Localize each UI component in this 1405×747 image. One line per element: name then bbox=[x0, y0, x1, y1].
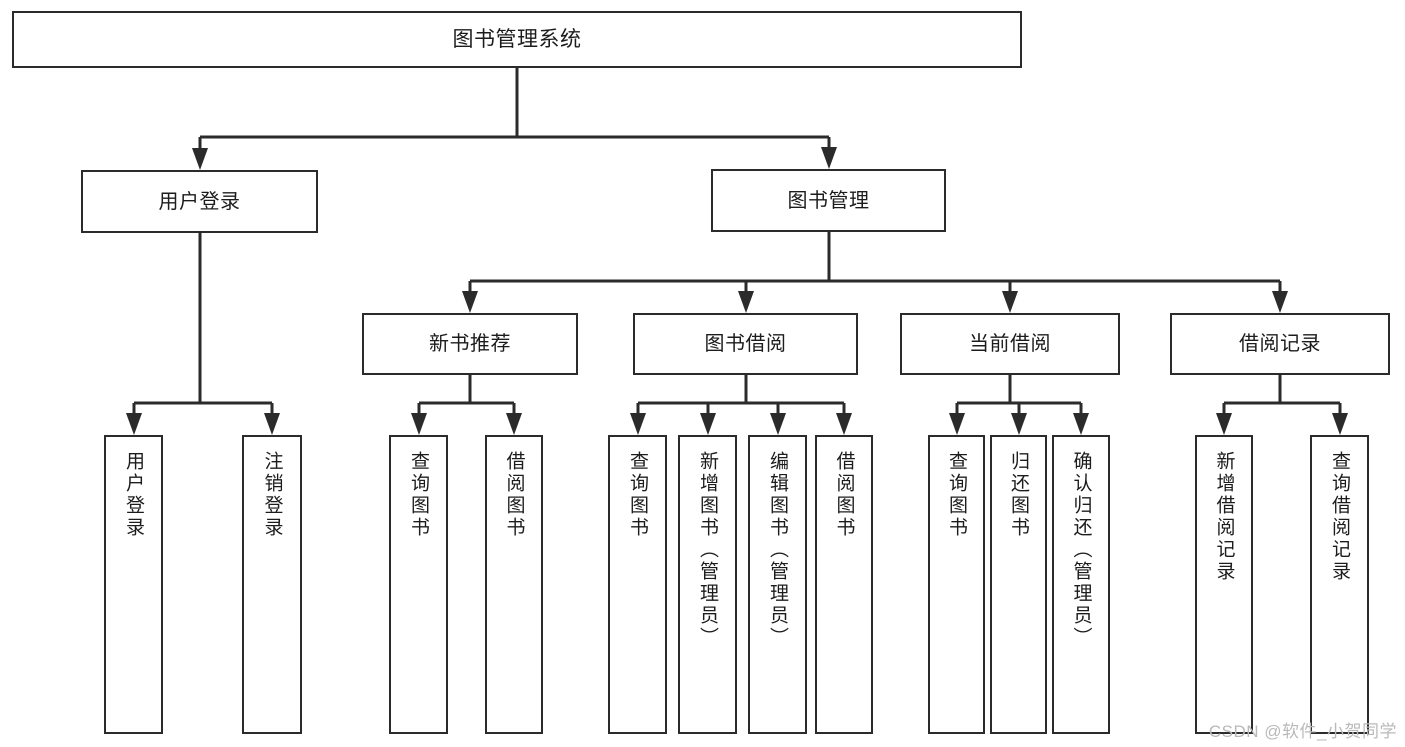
watermark-text: CSDN @软件_小贺同学 bbox=[1208, 722, 1397, 741]
node-leaf3[interactable]: 查询图书 bbox=[389, 435, 448, 734]
node-label: 借阅图书 bbox=[833, 451, 855, 539]
node-leaf13[interactable]: 查询借阅记录 bbox=[1310, 435, 1369, 734]
node-newbook[interactable]: 新书推荐 bbox=[362, 313, 578, 375]
node-leaf12[interactable]: 新增借阅记录 bbox=[1195, 435, 1253, 734]
node-label: 图书管理 bbox=[787, 189, 870, 212]
node-label: 查询图书 bbox=[408, 451, 429, 539]
node-label: 用户登录 bbox=[123, 451, 144, 539]
node-leaf5[interactable]: 查询图书 bbox=[608, 435, 667, 734]
node-leaf8[interactable]: 借阅图书 bbox=[815, 435, 873, 734]
node-label: 借阅记录 bbox=[1239, 333, 1321, 355]
node-label: 确认归还（管理员） bbox=[1070, 451, 1092, 649]
node-label: 当前借阅 bbox=[969, 333, 1051, 355]
node-records[interactable]: 借阅记录 bbox=[1170, 313, 1390, 375]
node-label: 新书推荐 bbox=[429, 333, 511, 355]
node-label: 注销登录 bbox=[261, 451, 283, 539]
node-leaf1[interactable]: 用户登录 bbox=[104, 435, 163, 734]
node-label: 用户登录 bbox=[158, 190, 241, 213]
node-leaf9[interactable]: 查询图书 bbox=[928, 435, 985, 734]
node-root[interactable]: 图书管理系统 bbox=[12, 11, 1022, 68]
node-label: 新增借阅记录 bbox=[1213, 451, 1235, 583]
node-leaf11[interactable]: 确认归还（管理员） bbox=[1052, 435, 1110, 734]
node-leaf2[interactable]: 注销登录 bbox=[242, 435, 302, 734]
node-login[interactable]: 用户登录 bbox=[81, 170, 318, 233]
node-label: 查询借阅记录 bbox=[1329, 451, 1350, 583]
node-borrow[interactable]: 图书借阅 bbox=[633, 313, 858, 375]
node-label: 新增图书（管理员） bbox=[697, 451, 718, 649]
node-label: 借阅图书 bbox=[503, 451, 525, 539]
node-label: 图书借阅 bbox=[704, 333, 787, 355]
node-leaf7[interactable]: 编辑图书（管理员） bbox=[748, 435, 807, 734]
node-current[interactable]: 当前借阅 bbox=[900, 313, 1120, 375]
node-label: 查询图书 bbox=[627, 451, 648, 539]
node-bookmgmt[interactable]: 图书管理 bbox=[711, 169, 946, 232]
node-label: 图书管理系统 bbox=[452, 27, 582, 51]
node-label: 查询图书 bbox=[946, 451, 967, 539]
node-leaf4[interactable]: 借阅图书 bbox=[485, 435, 543, 734]
node-label: 编辑图书（管理员） bbox=[767, 451, 788, 649]
node-leaf10[interactable]: 归还图书 bbox=[990, 435, 1047, 734]
node-leaf6[interactable]: 新增图书（管理员） bbox=[678, 435, 737, 734]
node-label: 归还图书 bbox=[1008, 451, 1029, 539]
